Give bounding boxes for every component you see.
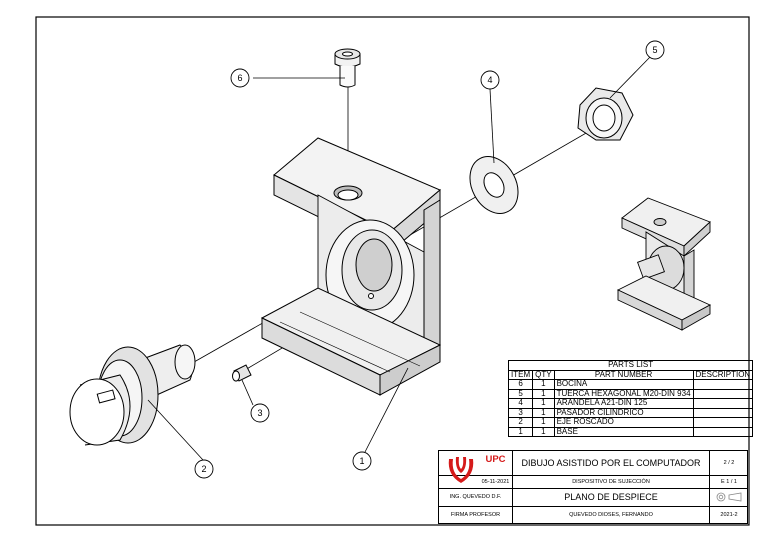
upc-logo-icon bbox=[448, 457, 474, 483]
parts-list-title: PARTS LIST bbox=[507, 360, 754, 371]
row-qty: 1 bbox=[532, 426, 555, 437]
table-row: 2 1 EJE ROSCADO bbox=[507, 417, 754, 428]
drawing-title: PLANO DE DESPIECE bbox=[564, 492, 658, 502]
row-item: 1 bbox=[507, 426, 534, 437]
header-part-number: PART NUMBER bbox=[553, 369, 694, 380]
hex-nut-part bbox=[577, 87, 634, 141]
leader-lines bbox=[147, 55, 652, 461]
balloon-3-circle bbox=[250, 403, 270, 423]
row-qty: 1 bbox=[532, 379, 555, 390]
teacher-field: ING. QUEVEDO D.F. bbox=[449, 494, 502, 500]
student-field: QUEVEDO DIOSES, FERNANDO bbox=[569, 511, 653, 518]
header-qty: QTY bbox=[532, 369, 555, 380]
row-part: BOCINA bbox=[553, 379, 694, 390]
logo-text: UPC bbox=[485, 453, 506, 465]
row-item: 2 bbox=[507, 417, 534, 428]
subject-field: DISPOSITIVO DE SUJECCIÓN bbox=[572, 478, 650, 485]
balloon-6-circle bbox=[230, 68, 250, 88]
balloon-1: 1 bbox=[359, 456, 364, 466]
balloon-4-circle bbox=[480, 70, 500, 90]
header-description: DESCRIPTION bbox=[692, 369, 754, 380]
row-desc bbox=[692, 407, 754, 418]
parts-list-header-row: ITEM QTY PART NUMBER DESCRIPTION bbox=[507, 369, 754, 380]
tb-divider bbox=[512, 451, 513, 523]
header-item: ITEM bbox=[507, 369, 534, 380]
sheet-number: 2 / 2 bbox=[723, 460, 735, 466]
row-item: 4 bbox=[507, 398, 534, 409]
row-part: TUERCA HEXAGONAL M20-DIN 934 bbox=[553, 388, 694, 399]
course-title: DIBUJO ASISTIDO POR EL COMPUTADOR bbox=[521, 458, 701, 468]
assembly-view bbox=[616, 197, 712, 331]
row-item: 5 bbox=[507, 388, 534, 399]
pin-part bbox=[232, 364, 252, 382]
table-row: 1 1 BASE bbox=[507, 426, 754, 437]
row-desc bbox=[692, 426, 754, 437]
row-part: BASE bbox=[553, 426, 694, 437]
signature-label: FIRMA PROFESOR bbox=[450, 511, 501, 518]
row-item: 6 bbox=[507, 379, 534, 390]
table-row: 4 1 ARANDELA A21-DIN 125 bbox=[507, 398, 754, 409]
row-qty: 1 bbox=[532, 417, 555, 428]
title-block: UPC 05-11-2021 DIBUJO ASISTIDO POR EL CO… bbox=[438, 450, 748, 524]
date-field: 05-11-2021 bbox=[481, 478, 510, 485]
bushing-part bbox=[334, 48, 361, 88]
balloon-6: 6 bbox=[237, 73, 242, 83]
tb-divider bbox=[439, 475, 747, 476]
row-desc bbox=[692, 379, 754, 390]
row-qty: 1 bbox=[532, 398, 555, 409]
projection-symbol-icon bbox=[716, 492, 742, 502]
balloon-1-circle bbox=[352, 451, 372, 471]
term-field: 2021-2 bbox=[720, 511, 738, 518]
table-row: 5 1 TUERCA HEXAGONAL M20-DIN 934 bbox=[507, 388, 754, 399]
table-row: 3 1 PASADOR CILINDRICO bbox=[507, 407, 754, 418]
row-desc bbox=[692, 398, 754, 409]
row-qty: 1 bbox=[532, 407, 555, 418]
parts-list-table: PARTS LIST ITEM QTY PART NUMBER DESCRIPT… bbox=[507, 360, 754, 437]
row-qty: 1 bbox=[532, 388, 555, 399]
balloon-3: 3 bbox=[257, 408, 262, 418]
row-item: 3 bbox=[507, 407, 534, 418]
balloon-5-circle bbox=[645, 40, 665, 60]
tb-divider bbox=[439, 488, 747, 489]
row-desc bbox=[692, 417, 754, 428]
tb-divider bbox=[439, 506, 747, 507]
washer-part bbox=[469, 156, 519, 214]
row-part: EJE ROSCADO bbox=[553, 417, 694, 428]
scale-field: E 1 / 1 bbox=[721, 478, 737, 485]
table-row: 6 1 BOCINA bbox=[507, 379, 754, 390]
threaded-shaft-part bbox=[69, 344, 196, 446]
balloon-2-circle bbox=[194, 459, 214, 479]
balloon-4: 4 bbox=[487, 75, 492, 85]
balloon-2: 2 bbox=[201, 464, 206, 474]
tb-divider bbox=[709, 451, 710, 523]
row-desc bbox=[692, 388, 754, 399]
balloon-5: 5 bbox=[652, 45, 657, 55]
row-part: PASADOR CILINDRICO bbox=[553, 407, 694, 418]
base-part bbox=[260, 137, 442, 396]
row-part: ARANDELA A21-DIN 125 bbox=[553, 398, 694, 409]
sheet-border bbox=[35, 16, 750, 526]
